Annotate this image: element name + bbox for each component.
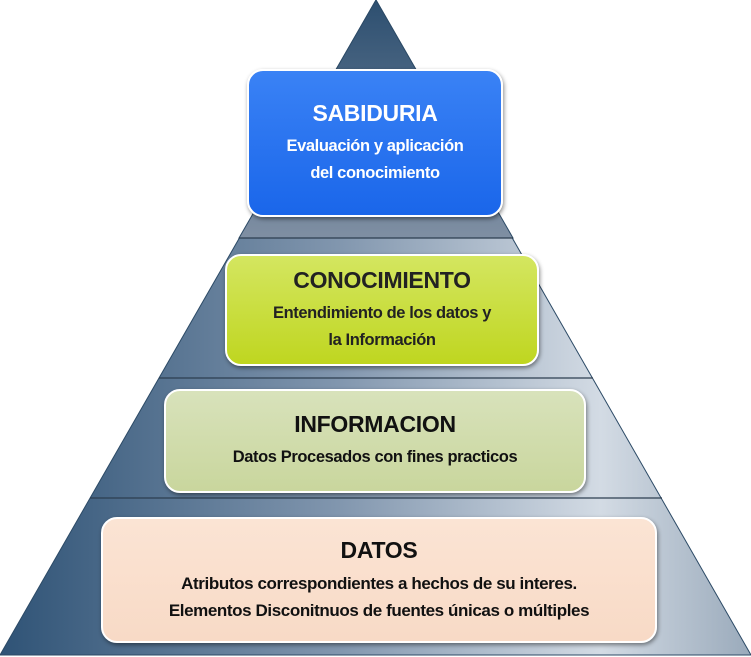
level-description: Datos Procesados con fines practicos	[232, 448, 518, 466]
level-description: Entendimiento de los datos y	[273, 303, 491, 322]
level-title: CONOCIMIENTO	[293, 266, 471, 293]
level-title: INFORMACION	[294, 411, 456, 437]
level-description: Elementos Disconitnuos de fuentes únicas…	[168, 600, 590, 620]
level-description: Evaluación y aplicación	[286, 136, 464, 155]
level-datos: DATOS Atributos correspondientes a hecho…	[101, 517, 657, 643]
level-sabiduria: SABIDURIA Evaluación y aplicación del co…	[247, 69, 503, 217]
level-description: la Información	[328, 330, 436, 349]
level-description: del conocimiento	[310, 163, 440, 182]
level-informacion: INFORMACION Datos Procesados con fines p…	[164, 389, 586, 493]
level-description: Atributos correspondientes a hechos de s…	[181, 573, 577, 593]
level-conocimiento: CONOCIMIENTO Entendimiento de los datos …	[225, 254, 539, 366]
level-title: SABIDURIA	[312, 99, 438, 126]
level-title: DATOS	[340, 536, 418, 563]
